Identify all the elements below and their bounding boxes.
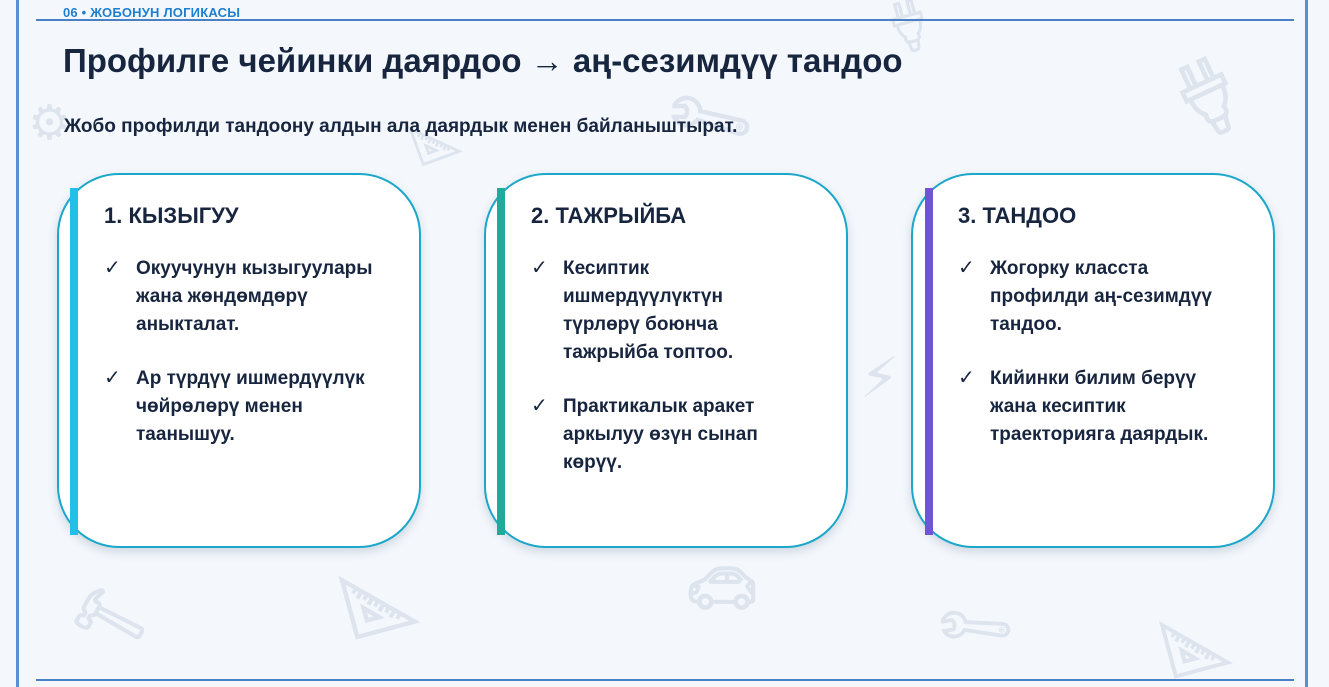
footer-rule xyxy=(36,679,1294,681)
bullet-text: Ар түрдүү ишмердүүлүк чөйрөлөрү менен та… xyxy=(136,368,365,445)
card-accent-bar xyxy=(70,188,78,535)
car-icon: 🚗︎ xyxy=(685,556,759,621)
bolt-icon: ⚡︎ xyxy=(860,346,900,409)
check-icon: ✓ xyxy=(958,257,975,279)
hammer-icon: 🔨︎ xyxy=(60,575,153,662)
subtitle: Жобо профилди тандоону алдын ала даярдык… xyxy=(64,116,738,137)
bullet-text: Кесиптик ишмердүүлүктүн түрлөрү боюнча т… xyxy=(563,258,734,363)
ruler-icon: 📐︎ xyxy=(1152,602,1238,683)
frame-right-line xyxy=(1305,0,1308,687)
check-icon: ✓ xyxy=(958,367,975,389)
bullet-text: Окуучунун кызыгуулары жана жөндөмдөрү ан… xyxy=(136,258,373,335)
card-title: 3. ТАНДОО xyxy=(958,203,1077,228)
card-experience: 2. ТАЖРЫЙБА ✓ Кесиптик ишмердүүлүктүн тү… xyxy=(484,173,848,548)
gear-icon: ⚙ xyxy=(28,97,72,150)
check-icon: ✓ xyxy=(104,257,121,279)
card-title: 2. ТАЖРЫЙБА xyxy=(531,203,687,228)
plug-icon: 🔌︎ xyxy=(1154,43,1259,143)
check-icon: ✓ xyxy=(104,367,121,389)
frame-left-line xyxy=(16,0,19,687)
section-label: 06 • ЖОБОНУН ЛОГИКАСЫ xyxy=(63,5,241,20)
card-title: 1. КЫЗЫГУУ xyxy=(104,203,239,228)
wrench-icon: 🔧︎ xyxy=(928,581,1020,673)
page-title: Профилге чейинки даярдоо → аң-сезимдүү т… xyxy=(63,42,903,79)
bullet-text: Практикалык аракет аркылуу өзүн сынап кө… xyxy=(563,396,758,473)
header-rule xyxy=(36,19,1294,21)
bullet-text: Кийинки билим берүү жана кесиптик траект… xyxy=(990,368,1209,445)
card-interest: 1. КЫЗЫГУУ ✓ Окуучунун кызыгуулары жана … xyxy=(57,173,421,548)
check-icon: ✓ xyxy=(531,395,548,417)
card-accent-bar xyxy=(497,188,505,535)
card-choice: 3. ТАНДОО ✓ Жогорку класста профилди аң-… xyxy=(911,173,1275,548)
ruler-icon: 📐︎ xyxy=(332,557,427,645)
check-icon: ✓ xyxy=(531,257,548,279)
bullet-text: Жогорку класста профилди аң-сезимдүү тан… xyxy=(990,258,1212,335)
card-accent-bar xyxy=(925,188,933,535)
